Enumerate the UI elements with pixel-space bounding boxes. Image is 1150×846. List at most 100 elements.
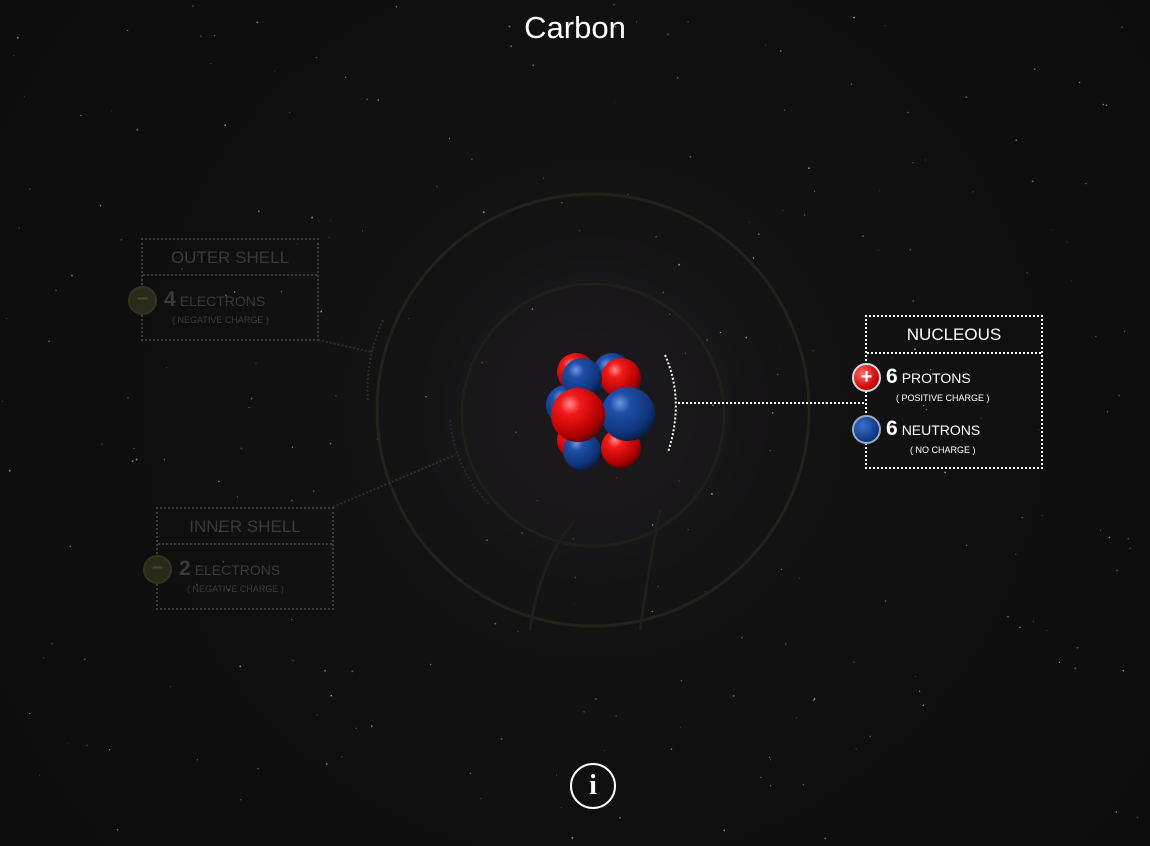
star-dot — [769, 756, 771, 758]
star-dot — [772, 412, 774, 414]
star-dot — [907, 111, 909, 114]
star-dot — [335, 395, 337, 397]
star-dot — [38, 774, 40, 776]
star-dot — [218, 480, 220, 483]
star-dot — [1050, 229, 1052, 231]
star-dot — [224, 124, 227, 127]
star-dot — [618, 816, 621, 819]
star-dot — [574, 603, 576, 605]
outer-shell-header: OUTER SHELL — [143, 240, 317, 276]
star-dot — [18, 227, 20, 229]
star-dot — [494, 622, 497, 625]
star-dot — [922, 704, 925, 707]
outer-shell-ring — [375, 192, 811, 628]
star-dot — [29, 712, 31, 715]
star-dot — [1015, 553, 1017, 555]
star-dot — [869, 735, 872, 737]
star-dot — [925, 159, 926, 161]
inner-shell-connector-line — [332, 454, 456, 508]
star-dot — [55, 289, 58, 292]
star-dot — [780, 50, 782, 52]
star-dot — [101, 443, 103, 445]
star-dot — [965, 544, 967, 547]
star-dot — [980, 417, 982, 419]
star-dot — [120, 238, 123, 241]
star-dot — [233, 291, 236, 293]
inner-shell-electron-note: ( NEGATIVE CHARGE ) — [187, 584, 284, 594]
star-dot — [248, 406, 250, 408]
star-dot — [6, 318, 8, 320]
star-dot — [531, 308, 534, 310]
star-dot — [769, 759, 772, 761]
star-dot — [615, 715, 618, 718]
star-dot — [676, 77, 679, 79]
star-dot — [687, 528, 689, 531]
star-dot — [288, 111, 291, 114]
inner-shell-electron-count: 2 — [179, 557, 191, 580]
star-dot — [361, 230, 364, 232]
star-dot — [257, 767, 259, 770]
star-dot — [486, 539, 488, 542]
star-dot — [732, 694, 735, 697]
nucleus-bracket — [664, 354, 677, 453]
info-icon[interactable]: i — [570, 763, 616, 809]
star-dot — [312, 490, 315, 492]
star-dot — [678, 263, 681, 266]
star-dot — [481, 361, 484, 364]
nucleus-header: NUCLEOUS — [867, 317, 1041, 354]
star-dot — [808, 167, 810, 170]
proton-label: PROTONS — [901, 370, 971, 386]
orbit-arc — [366, 319, 384, 401]
star-dot — [108, 748, 111, 751]
star-dot — [71, 274, 73, 277]
star-dot — [181, 268, 183, 270]
orbit-arc — [638, 509, 662, 631]
star-dot — [485, 360, 487, 362]
star-dot — [651, 610, 654, 613]
star-dot — [947, 395, 949, 397]
star-dot — [571, 836, 574, 839]
star-dot — [669, 313, 671, 315]
star-dot — [196, 759, 198, 761]
star-dot — [965, 96, 968, 99]
star-dot — [1129, 547, 1131, 550]
star-dot — [765, 44, 767, 46]
star-dot — [228, 589, 230, 591]
star-dot — [704, 591, 706, 593]
star-dot — [1076, 646, 1079, 649]
star-dot — [850, 83, 853, 85]
star-dot — [515, 431, 517, 434]
star-dot — [274, 70, 276, 72]
star-dot — [69, 545, 72, 548]
star-dot — [877, 249, 879, 251]
star-dot — [1105, 104, 1108, 106]
outer-shell-connector-line — [317, 339, 373, 353]
inner-shell-header: INNER SHELL — [158, 509, 332, 545]
star-dot — [236, 496, 238, 498]
star-dot — [192, 5, 194, 7]
star-dot — [471, 158, 473, 160]
star-dot — [510, 45, 513, 48]
inner-shell-ring — [460, 282, 726, 548]
star-dot — [891, 357, 893, 359]
star-dot — [1102, 103, 1105, 106]
star-dot — [344, 76, 347, 78]
star-dot — [884, 25, 886, 27]
star-dot — [1041, 515, 1043, 517]
star-dot — [1116, 569, 1118, 572]
star-dot — [521, 532, 523, 534]
star-dot — [370, 725, 373, 727]
nucleus-cluster — [546, 353, 655, 470]
star-dot — [905, 372, 907, 375]
star-dot — [197, 254, 199, 256]
star-dot — [1127, 538, 1129, 540]
star-dot — [712, 404, 714, 407]
star-dot — [1121, 26, 1123, 28]
star-dot — [536, 500, 538, 502]
star-dot — [163, 458, 165, 461]
